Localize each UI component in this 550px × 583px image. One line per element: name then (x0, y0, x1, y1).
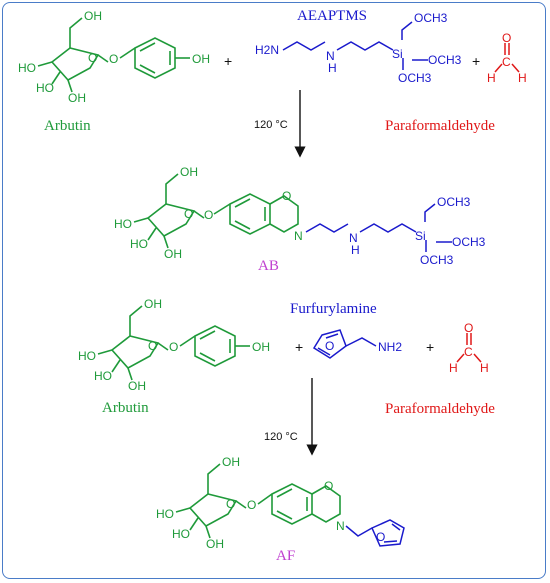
atom-och3: OCH3 (428, 53, 462, 67)
reagent-label-paraformaldehyde-2: Paraformaldehyde (385, 401, 495, 417)
atom-h2n: H2N (255, 43, 279, 57)
atom-och3: OCH3 (437, 195, 471, 209)
atom-ho: HO (94, 369, 112, 383)
atom-o: O (109, 52, 118, 66)
formaldehyde-structure-2 (456, 333, 482, 363)
atom-oh: OH (206, 537, 224, 551)
product-label-af: AF (276, 548, 295, 564)
atom-oh: OH (84, 9, 102, 23)
ab-sugar-structure (133, 173, 299, 249)
atom-o: O (226, 497, 235, 511)
formaldehyde-atom-labels-1: O C H H (487, 31, 527, 85)
ab-atom-labels-blue: N H Si OCH3 OCH3 OCH3 (349, 195, 486, 267)
atom-o: O (376, 530, 385, 544)
atom-h: H (518, 71, 527, 85)
plus-sign: + (295, 339, 303, 355)
atom-o: O (88, 51, 97, 65)
atom-o: O (502, 31, 511, 45)
formaldehyde-structure-1 (494, 43, 520, 73)
atom-n: N (326, 49, 335, 63)
atom-ho: HO (156, 507, 174, 521)
atom-ho: HO (78, 349, 96, 363)
atom-n: N (336, 519, 345, 533)
atom-h: H (328, 61, 337, 75)
atom-o: O (169, 340, 178, 354)
furfurylamine-atom-labels: O NH2 (325, 339, 402, 354)
atom-o: O (247, 498, 256, 512)
atom-o: O (184, 207, 193, 221)
atom-ho: HO (18, 61, 36, 75)
atom-o: O (148, 339, 157, 353)
atom-oh: OH (68, 91, 86, 105)
atom-och3: OCH3 (398, 71, 432, 85)
atom-si: Si (392, 47, 403, 61)
arbutin-atom-labels-1: OH O HO HO OH O OH (18, 9, 210, 105)
af-atom-labels-green: OH O HO HO OH O O N (156, 455, 345, 551)
atom-oh: OH (222, 455, 240, 469)
af-furan-structure (345, 519, 405, 547)
atom-ho: HO (172, 527, 190, 541)
af-sugar-structure (175, 463, 341, 539)
arbutin-atom-labels-2: OH O HO HO OH O OH (78, 297, 270, 393)
plus-sign: + (472, 53, 480, 69)
atom-o: O (464, 321, 473, 335)
af-atom-labels-blue: O (376, 530, 385, 544)
atom-och3: OCH3 (420, 253, 454, 267)
atom-c: C (502, 55, 511, 69)
furfurylamine-structure (312, 329, 377, 359)
figure-frame (2, 2, 546, 579)
condition-label-1: 120 °C (254, 119, 288, 131)
product-label-ab: AB (258, 258, 279, 274)
atom-oh: OH (144, 297, 162, 311)
reagent-label-aeaptms: AEAPTMS (297, 8, 367, 24)
atom-h: H (351, 243, 360, 257)
atom-ho: HO (36, 81, 54, 95)
atom-c: C (464, 345, 473, 359)
atom-ho: HO (114, 217, 132, 231)
atom-och3: OCH3 (414, 11, 448, 25)
atom-oh: OH (164, 247, 182, 261)
atom-si: Si (415, 229, 426, 243)
atom-o: O (282, 189, 291, 203)
atom-oh: OH (128, 379, 146, 393)
aeaptms-structure (282, 21, 428, 70)
plus-sign: + (426, 339, 434, 355)
ab-chain-structure (305, 203, 452, 252)
reagent-label-furfurylamine: Furfurylamine (290, 301, 377, 317)
atom-o: O (204, 208, 213, 222)
formaldehyde-atom-labels-2: O C H H (449, 321, 489, 375)
reagent-label-paraformaldehyde-1: Paraformaldehyde (385, 118, 495, 134)
aeaptms-atom-labels: H2N N H Si OCH3 OCH3 OCH3 (255, 11, 462, 85)
atom-oh: OH (180, 165, 198, 179)
atom-n: N (349, 231, 358, 245)
atom-o: O (325, 339, 334, 353)
reactant-label-arbutin-1: Arbutin (44, 118, 91, 134)
ab-atom-labels-green: OH O HO HO OH O O N (114, 165, 303, 261)
reactant-label-arbutin-2: Arbutin (102, 400, 149, 416)
atom-h: H (487, 71, 496, 85)
arbutin-structure-2 (97, 305, 250, 381)
atom-h: H (480, 361, 489, 375)
atom-o: O (324, 479, 333, 493)
atom-oh: OH (192, 52, 210, 66)
atom-oh: OH (252, 340, 270, 354)
condition-label-2: 120 °C (264, 431, 298, 443)
atom-ho: HO (130, 237, 148, 251)
atom-och3: OCH3 (452, 235, 486, 249)
atom-n: N (294, 229, 303, 243)
atom-nh2: NH2 (378, 340, 402, 354)
atom-h: H (449, 361, 458, 375)
plus-sign: + (224, 53, 232, 69)
arbutin-structure-1 (37, 17, 190, 93)
